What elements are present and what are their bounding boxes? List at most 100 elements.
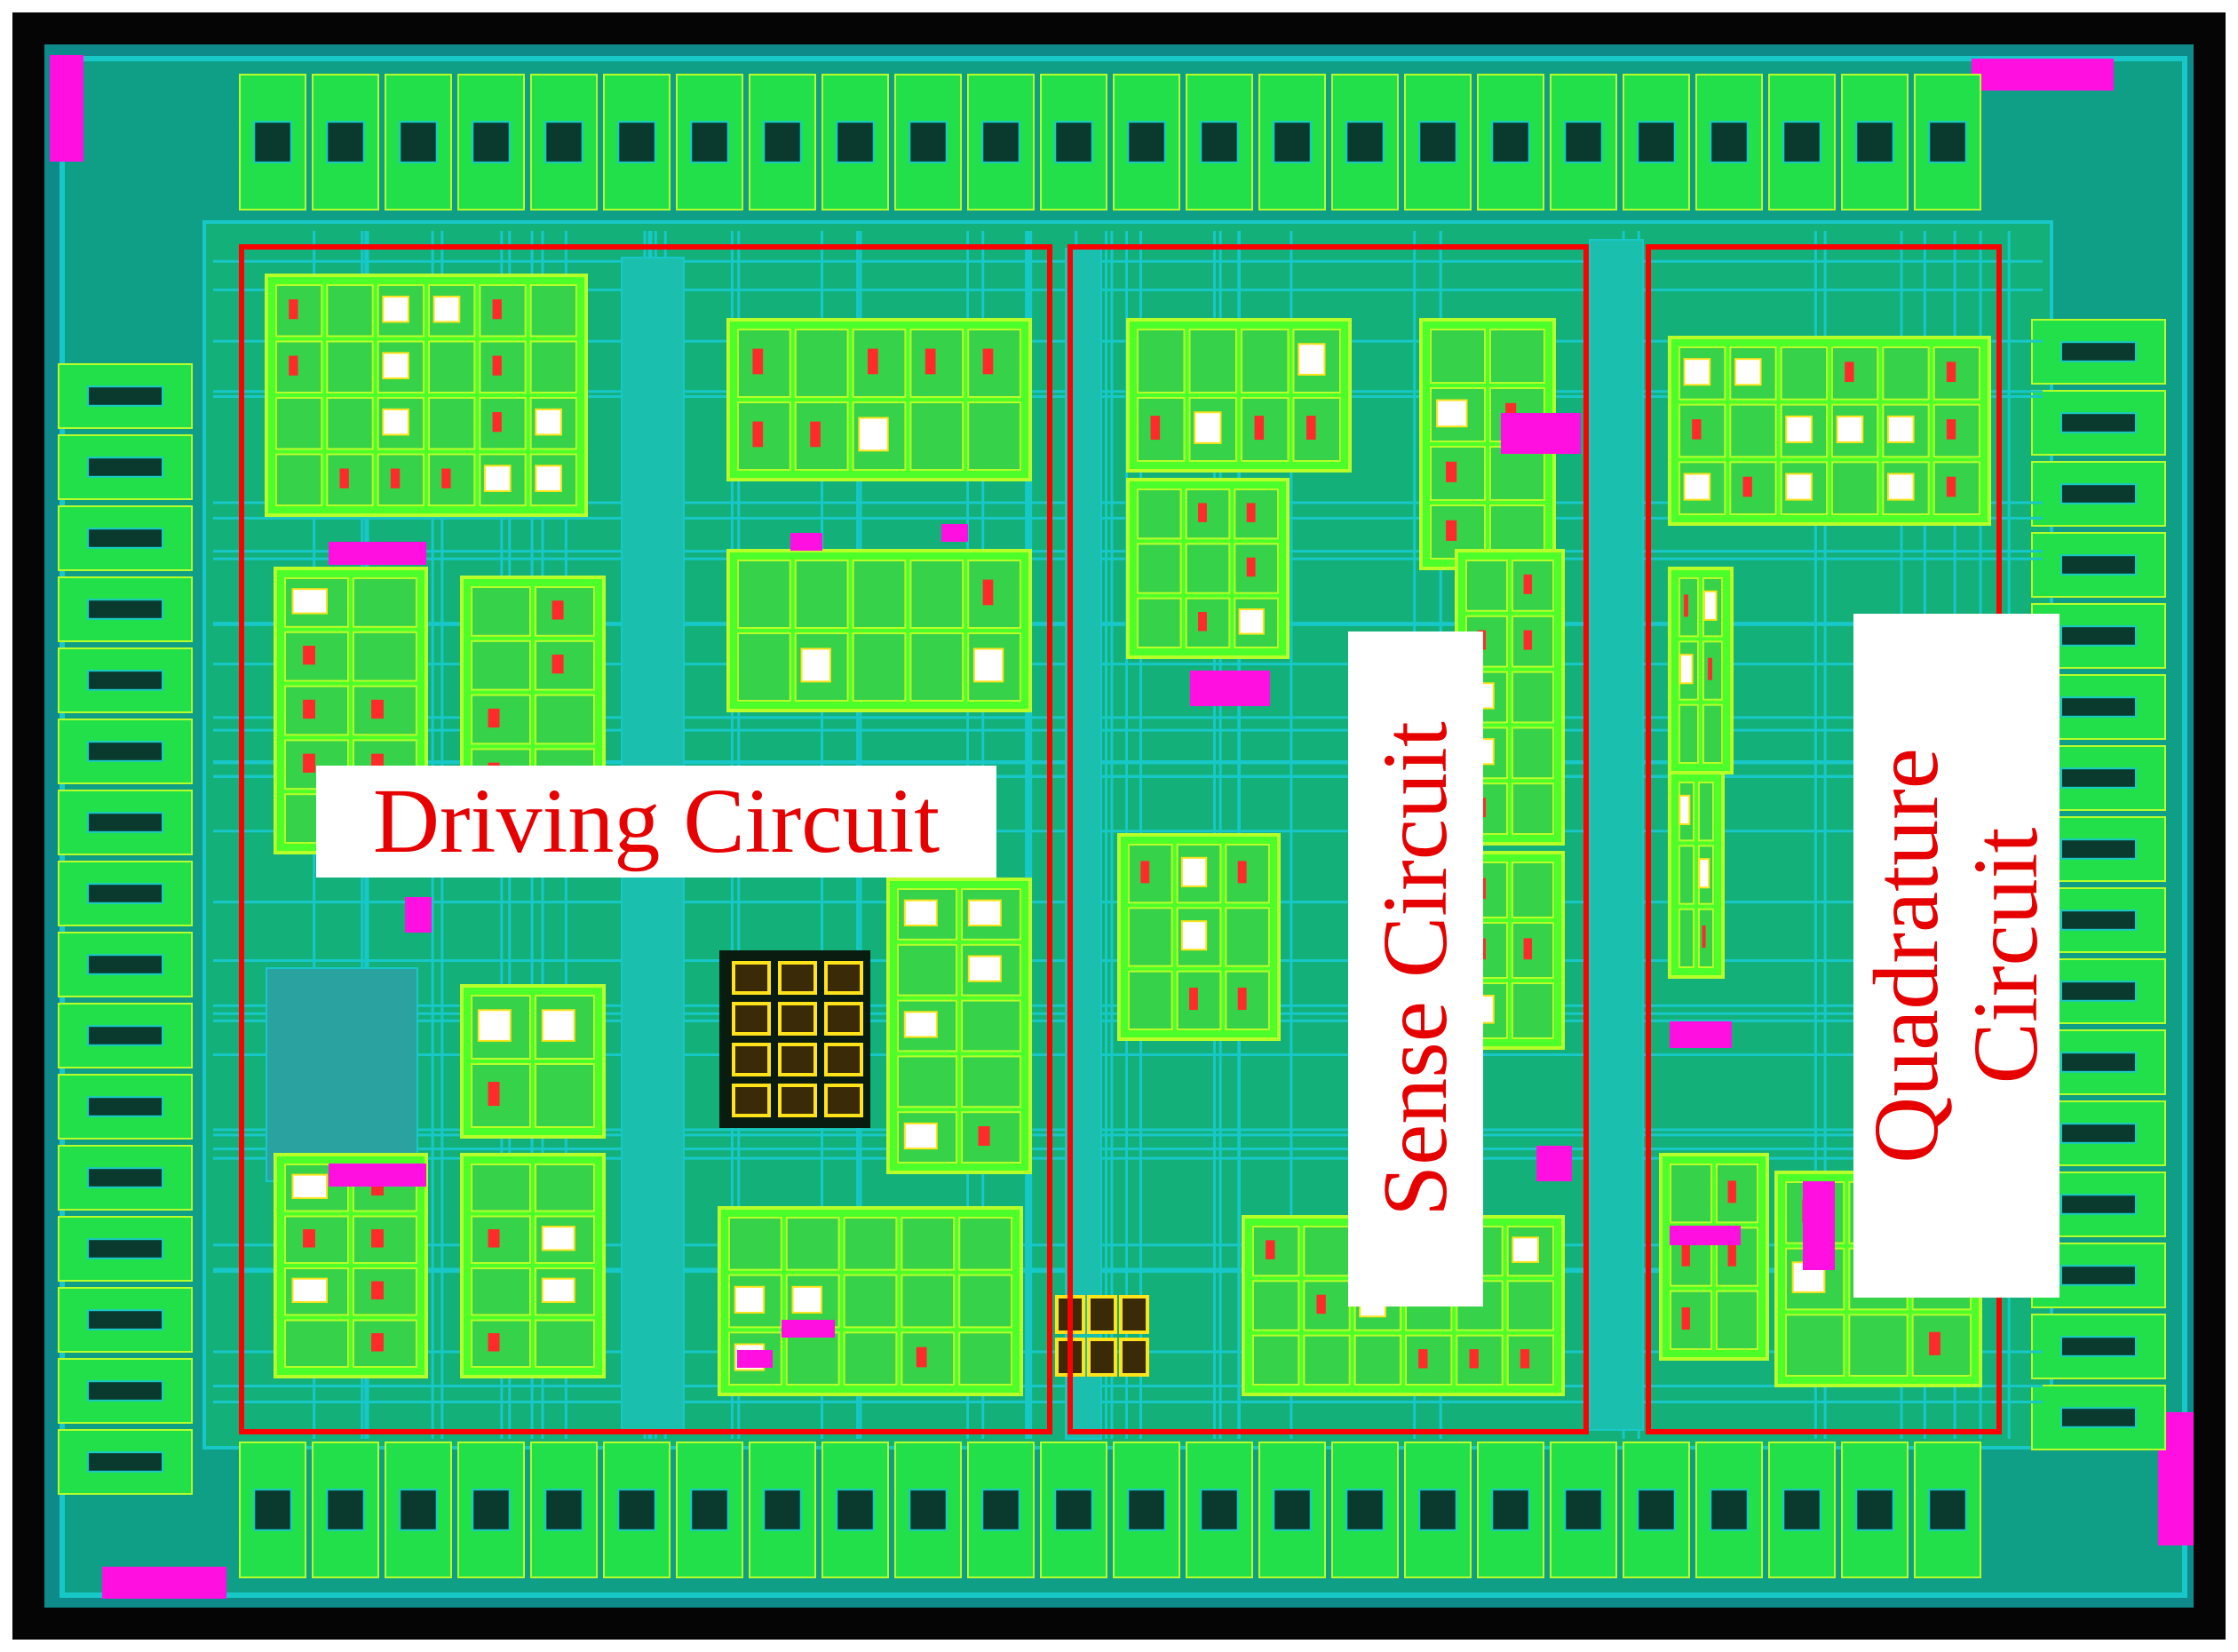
array-cell xyxy=(1119,1295,1149,1334)
route-horizontal xyxy=(213,288,2043,291)
route-vertical xyxy=(1105,231,1108,1439)
diffusion xyxy=(541,1226,575,1251)
route-horizontal xyxy=(213,774,2043,778)
quadrature-circuit-label: Quadrature Circuit xyxy=(1853,614,2059,1298)
contact xyxy=(1946,476,1956,497)
circuit-block xyxy=(1668,567,1734,774)
block-outline xyxy=(1668,771,1725,979)
circuit-block xyxy=(274,1153,428,1378)
io-pad-core xyxy=(253,121,292,163)
contact xyxy=(1727,1243,1736,1267)
io-pad-core xyxy=(87,1025,163,1046)
yellow-cell-array xyxy=(719,950,1149,1377)
circuit-block xyxy=(1117,833,1281,1041)
diffusion xyxy=(382,295,409,323)
transistor-cell xyxy=(275,284,323,338)
contact xyxy=(1189,988,1198,1011)
io-pad-core xyxy=(2060,1123,2137,1144)
transistor-cell xyxy=(794,329,849,398)
transistor-cell xyxy=(737,329,791,398)
route-horizontal xyxy=(213,1133,2043,1137)
diffusion xyxy=(541,1009,575,1042)
contact xyxy=(1523,630,1532,650)
diffusion xyxy=(535,465,562,492)
io-pad-core xyxy=(1637,121,1676,163)
io-pad-core xyxy=(1273,121,1312,163)
transistor-cell xyxy=(1489,329,1545,384)
io-pad-core xyxy=(2060,838,2137,860)
contact xyxy=(982,579,994,606)
route-horizontal xyxy=(213,663,2043,666)
transistor-cell xyxy=(1785,1314,1845,1378)
route-horizontal xyxy=(213,830,2043,833)
io-pad-core xyxy=(763,121,802,163)
driving-region-box xyxy=(239,244,1052,1434)
transistor-cell xyxy=(1911,1314,1972,1378)
route-horizontal xyxy=(213,259,2043,263)
io-pad-core xyxy=(2060,1265,2137,1286)
contact xyxy=(1198,503,1207,522)
transistor-cell xyxy=(909,401,964,471)
circuit-block xyxy=(1668,336,1991,526)
transistor-cell xyxy=(1678,577,1699,638)
transistor-cell xyxy=(1137,329,1186,393)
contact xyxy=(339,468,349,488)
transistor-cell xyxy=(1185,488,1231,540)
route-horizontal xyxy=(213,1053,2043,1057)
contact xyxy=(1681,1243,1690,1267)
contact xyxy=(1845,361,1854,383)
io-pad-core xyxy=(87,457,163,478)
io-pad-core xyxy=(909,1489,948,1531)
diffusion xyxy=(791,1285,822,1314)
diffusion xyxy=(291,1277,329,1303)
corner-pad xyxy=(102,1567,226,1599)
array-cell xyxy=(824,961,863,995)
transistor-cell xyxy=(1848,1314,1909,1378)
io-pad-core xyxy=(87,385,163,407)
diffusion xyxy=(1512,1236,1539,1263)
transistor-cell xyxy=(737,560,791,629)
array-cell xyxy=(824,1002,863,1036)
contact xyxy=(1150,416,1161,441)
transistor-cell xyxy=(535,586,595,637)
io-pad-core xyxy=(1345,1489,1385,1531)
array-cell xyxy=(732,1043,771,1076)
io-pad-core xyxy=(2060,1407,2137,1428)
contact xyxy=(552,600,564,620)
route-vertical xyxy=(1290,231,1293,1439)
transistor-cell xyxy=(377,453,425,506)
transistor-cell xyxy=(1512,560,1554,612)
contact xyxy=(978,1126,990,1147)
transistor-cell xyxy=(1932,403,1981,458)
transistor-cell xyxy=(961,1055,1021,1108)
diffusion xyxy=(967,899,1002,926)
array-cell xyxy=(824,1084,863,1117)
contact xyxy=(1198,612,1207,631)
transistor-cell xyxy=(737,632,791,702)
contact xyxy=(1742,476,1752,497)
io-pad-core xyxy=(2060,981,2137,1002)
sense-circuit-text: Sense Circuit xyxy=(1364,721,1466,1217)
route-horizontal xyxy=(213,1243,2043,1247)
io-pad-core xyxy=(87,670,163,691)
magenta-marker xyxy=(1190,671,1270,706)
io-pad-core xyxy=(87,1451,163,1473)
magenta-marker xyxy=(329,1164,426,1187)
contact xyxy=(1702,925,1706,949)
transistor-cell xyxy=(1670,1290,1712,1350)
io-pad-core xyxy=(1782,1489,1821,1531)
transistor-cell xyxy=(471,1319,531,1368)
io-pad-core xyxy=(1928,121,1967,163)
contact xyxy=(1929,1331,1940,1355)
contact xyxy=(303,1229,315,1248)
transistor-cell xyxy=(1512,671,1554,724)
io-pad-core xyxy=(690,121,729,163)
io-pad-core xyxy=(1855,1489,1894,1531)
transistor-cell xyxy=(471,1063,531,1128)
io-pad-core xyxy=(1491,1489,1530,1531)
transistor-cell xyxy=(479,397,527,450)
contact xyxy=(1237,988,1247,1011)
route-horizontal xyxy=(213,1148,2043,1151)
transistor-cell xyxy=(326,397,374,450)
transistor-cell xyxy=(967,401,1021,471)
